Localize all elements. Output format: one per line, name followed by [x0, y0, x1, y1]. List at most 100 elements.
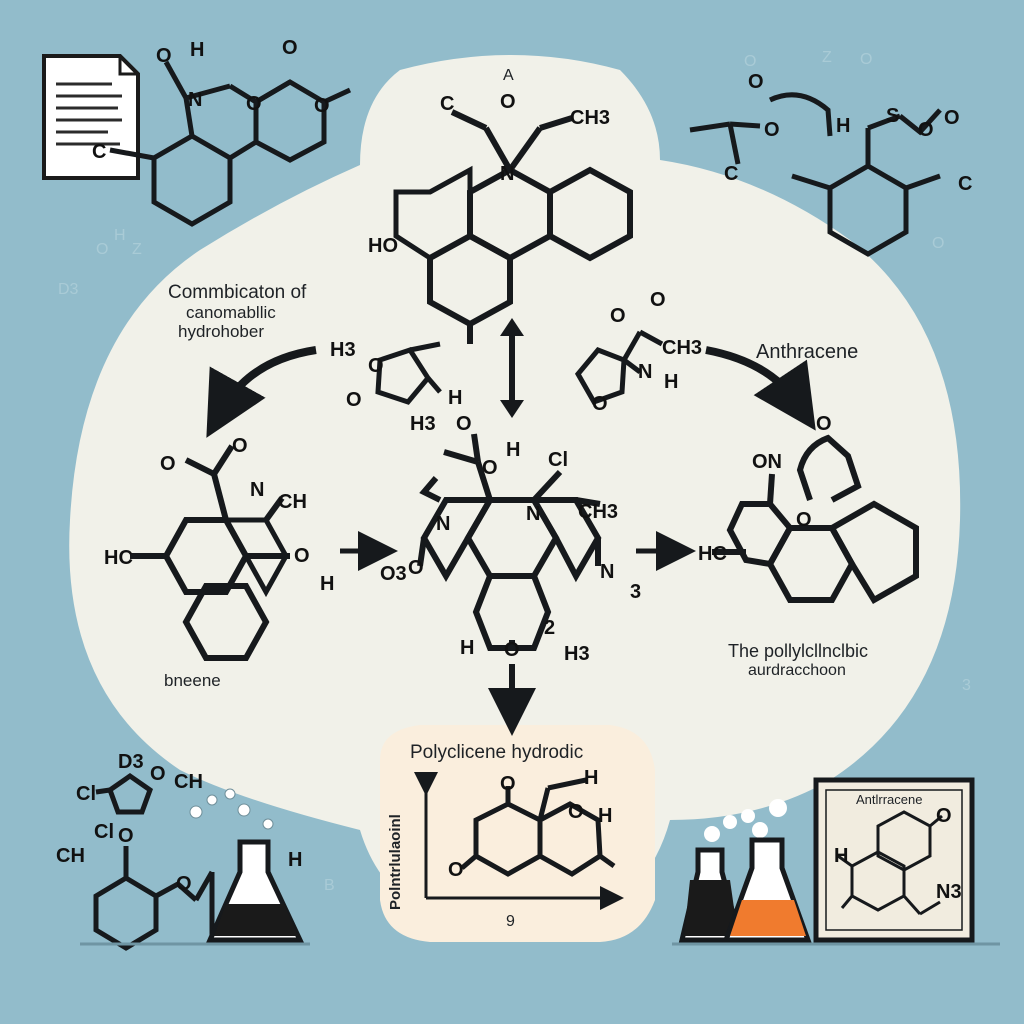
atom-label: O	[504, 639, 520, 661]
atom-label: O	[568, 801, 584, 823]
atom-label: H	[664, 371, 678, 393]
atom-label: O	[796, 509, 812, 531]
atom-label: N	[526, 503, 540, 525]
atom-label: H	[320, 573, 334, 595]
left-molecule	[130, 444, 290, 661]
atom-label: N	[500, 163, 514, 185]
document-icon	[42, 54, 140, 180]
atom-label: HC	[104, 547, 133, 569]
double-arrow-heads	[500, 318, 524, 418]
frame-title: Antlrracene	[856, 792, 922, 807]
atom-label: N	[188, 89, 202, 111]
atom-label: O	[150, 763, 166, 785]
atom-label: D3	[118, 751, 144, 773]
bg-letter: O	[860, 51, 872, 68]
atom-label: O	[118, 825, 134, 847]
bg-letter: B	[324, 877, 335, 894]
atom-label: N	[436, 513, 450, 535]
atom-label: ON	[752, 451, 782, 473]
caption-line: aurdracchoon	[748, 662, 846, 679]
atom-label: O	[650, 289, 666, 311]
atom-label: O	[156, 45, 172, 67]
atom-label: N	[250, 479, 264, 501]
right-atoms: ON O O HC	[698, 413, 832, 565]
atom-label: O	[592, 393, 608, 415]
atom-label: O	[160, 453, 176, 475]
atom-label: H	[834, 845, 848, 867]
atom-label: 2	[544, 617, 555, 639]
bg-letter: 3	[962, 677, 971, 694]
atom-label: Cl	[548, 449, 568, 471]
top-center-molecule	[393, 109, 633, 344]
atom-label: HC	[698, 543, 727, 565]
bottom-left-atoms: D3 Cl CH O Cl O O CH H	[56, 751, 302, 895]
atom-label: O	[456, 413, 472, 435]
bottom-panel	[380, 725, 655, 942]
atom-label: O	[368, 355, 384, 377]
atom-label: C	[92, 141, 106, 163]
atom-label: O	[346, 389, 362, 411]
flask-orange	[722, 837, 812, 943]
frame-atoms: O H N3	[834, 805, 962, 903]
frame-molecule	[837, 810, 943, 916]
right-caption: The pollylcllnclbic aurdracchoon	[728, 641, 868, 679]
atom-label: O	[448, 859, 464, 881]
atom-label: CH	[174, 771, 203, 793]
atom-label: 3	[630, 581, 641, 603]
atom-label: N	[600, 561, 614, 583]
atom-label: O	[282, 37, 298, 59]
atom-label: O	[764, 119, 780, 141]
bubbles-right	[704, 799, 787, 842]
right-molecule	[712, 434, 919, 605]
atom-label: Cl	[76, 783, 96, 805]
bg-letter: O	[96, 241, 108, 258]
atom-label: O	[500, 91, 516, 113]
top-center-atoms: C O CH3 N HO	[368, 91, 610, 257]
bg-letter: O	[932, 235, 944, 252]
bg-letter: O	[744, 53, 756, 70]
atom-label: CH3	[662, 337, 702, 359]
atom-label: H	[448, 387, 462, 409]
atom-label: CH	[278, 491, 307, 513]
bottom-center-atoms: O H O H O	[448, 767, 612, 881]
atom-label: N	[638, 361, 652, 383]
atom-label: CH	[56, 845, 85, 867]
mid-small-right-atoms: O O CH3 N H O	[592, 289, 702, 415]
anthracene-label: Anthracene	[756, 341, 858, 363]
reaction-arrows	[206, 332, 816, 736]
atom-label: H	[836, 115, 850, 137]
atom-label: O	[232, 435, 248, 457]
top-left-molecule	[109, 60, 352, 227]
caption-line: The pollylcllnclbic	[728, 641, 868, 661]
top-marker: A	[503, 67, 514, 84]
atom-label: C	[724, 163, 738, 185]
atom-label: H3	[564, 643, 590, 665]
center-molecule	[417, 433, 602, 651]
atom-label: Cl	[94, 821, 114, 843]
background-letters: O Z O O H Z D3 O 3 B	[58, 49, 971, 894]
bottom-center-molecule	[460, 777, 616, 877]
flask-left	[206, 839, 304, 943]
atom-label: N3	[936, 881, 962, 903]
atom-label: H	[288, 849, 302, 871]
atom-label: H	[598, 805, 612, 827]
top-right-atoms: O O H S O O C C	[724, 71, 972, 195]
atom-label: O	[176, 873, 192, 895]
atom-label: O	[314, 95, 330, 117]
graph-y-axis-label: Polntrlulaoinl	[387, 814, 404, 910]
atom-label: C	[440, 93, 454, 115]
atom-label: H	[460, 637, 474, 659]
atom-label: HO	[368, 235, 398, 257]
atom-label: H3	[410, 413, 436, 435]
curved-arrow-left	[206, 346, 317, 438]
top-right-molecule	[689, 92, 942, 257]
atom-label: O	[246, 93, 262, 115]
mid-small-right-molecule	[574, 329, 664, 406]
atom-label: H	[190, 39, 204, 61]
graph-x-axis-label: 9	[506, 913, 515, 930]
mid-small-left-molecule	[375, 341, 442, 405]
atom-label: H	[584, 767, 598, 789]
mid-small-left-atoms: H3 O O H	[330, 339, 462, 411]
atom-label: O	[748, 71, 764, 93]
